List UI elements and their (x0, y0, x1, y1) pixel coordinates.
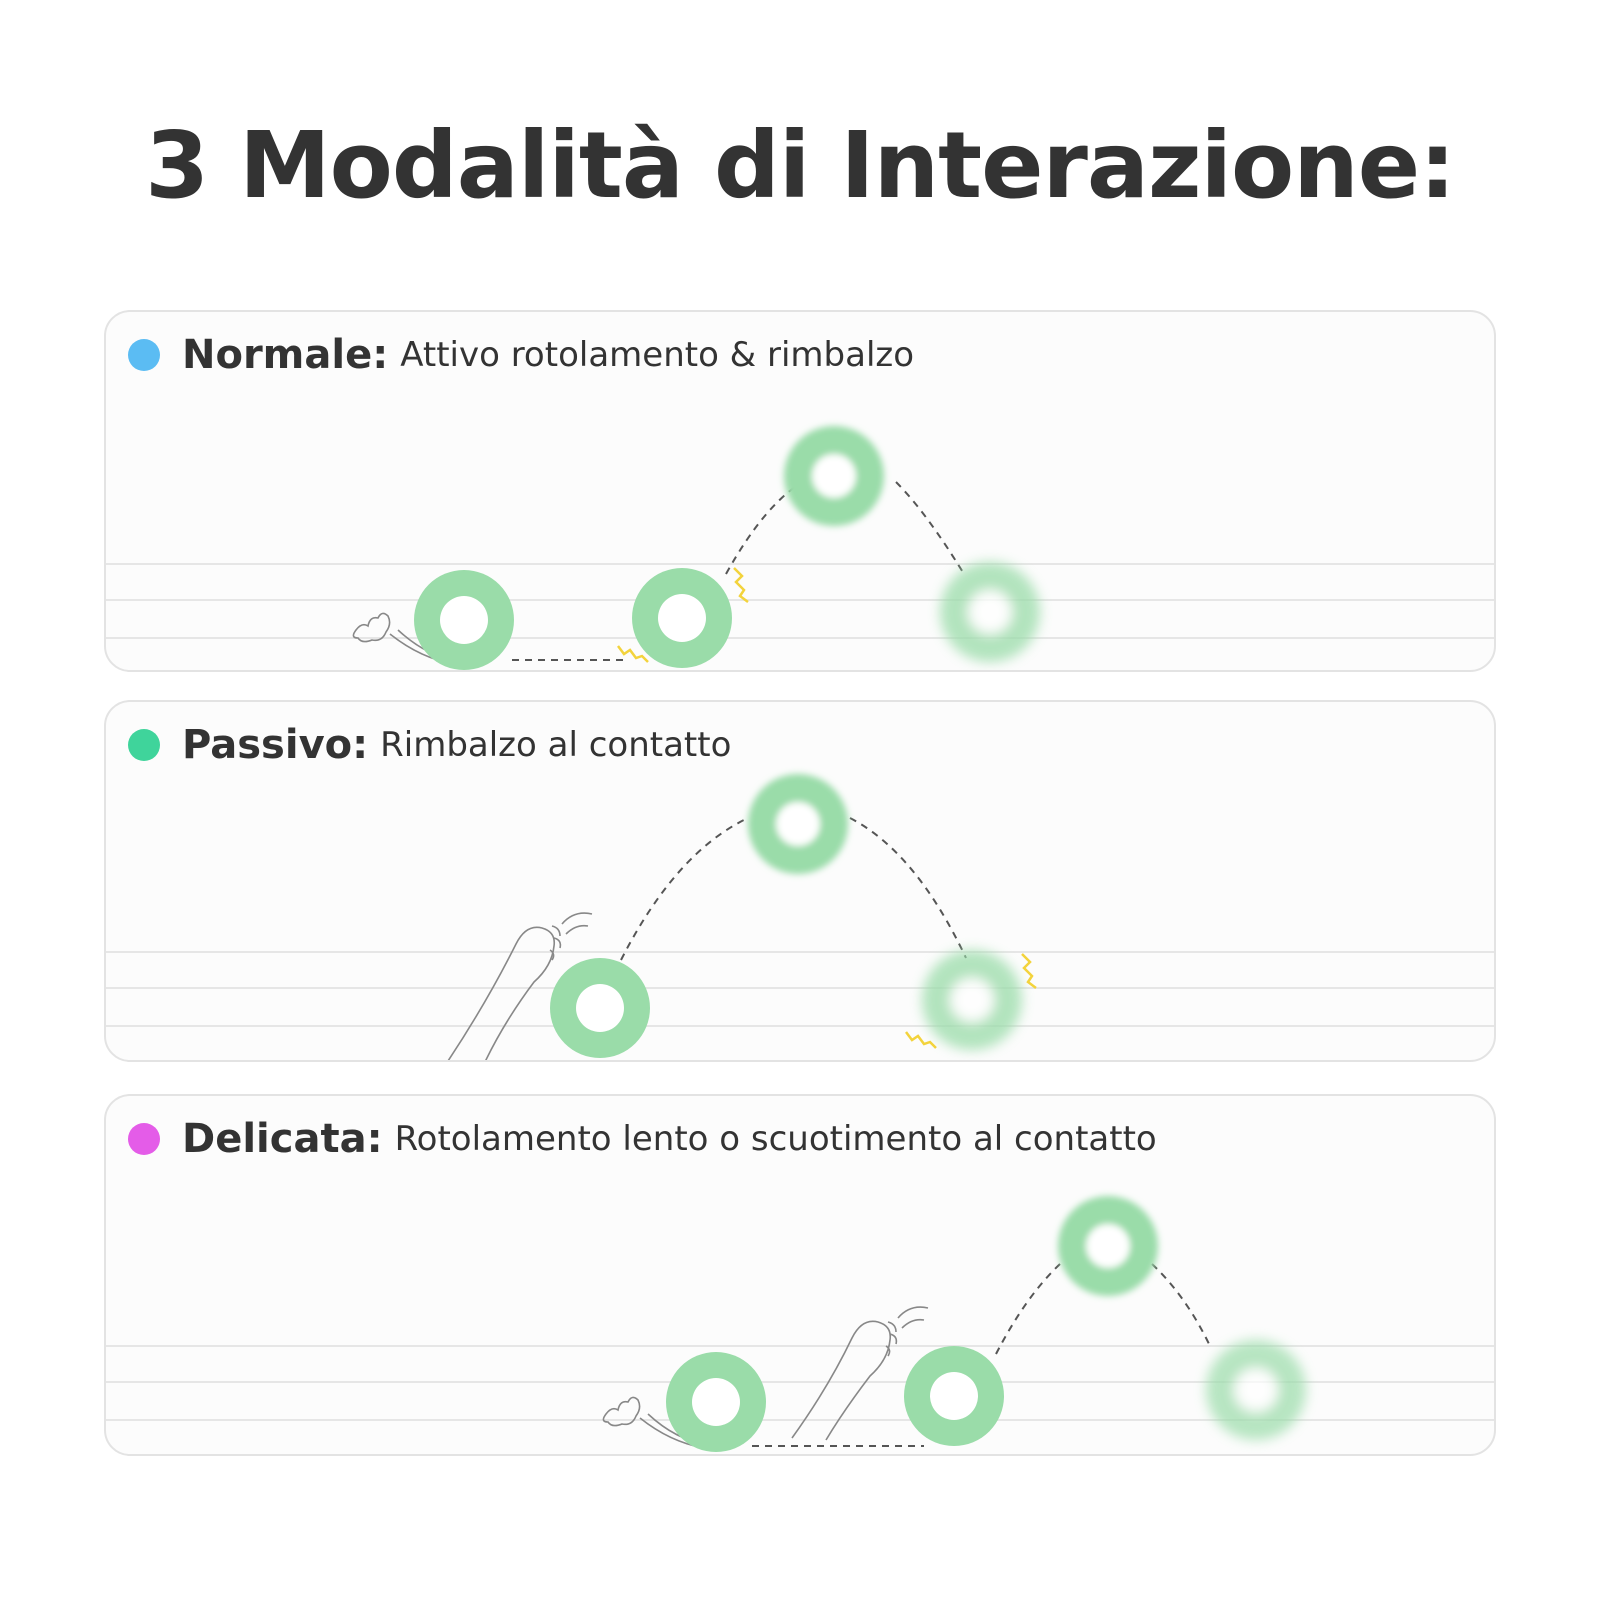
page-title: 3 Modalità di Interazione: (145, 112, 1456, 219)
ball-start (414, 570, 514, 670)
mode-dot-green (128, 729, 160, 761)
mode-name: Normale: (182, 332, 389, 378)
ball-start (550, 958, 650, 1058)
mode-dot-blue (128, 339, 160, 371)
mode-description: Attivo rotolamento & rimbalzo (400, 335, 915, 375)
trajectory-path (995, 1263, 1211, 1355)
trajectory-path (620, 817, 967, 961)
mode-header: Passivo: Rimbalzo al contatto (128, 722, 731, 768)
mode-panel-passivo: Passivo: Rimbalzo al contatto (104, 700, 1496, 1062)
mode-name: Delicata: (182, 1116, 383, 1162)
ball-start (666, 1352, 766, 1452)
ball-bounce (904, 1346, 1004, 1446)
cat-paw-icon (447, 912, 593, 1060)
floor-lines (106, 951, 1494, 1027)
mode-header: Delicata: Rotolamento lento o scuotiment… (128, 1116, 1157, 1162)
passivo-illustration (106, 774, 1494, 1060)
ball-peak (784, 426, 884, 526)
mode-description: Rimbalzo al contatto (380, 725, 732, 765)
ball-bounce (632, 568, 732, 668)
ball-peak (1058, 1196, 1158, 1296)
ball-land (940, 562, 1040, 662)
spark-icon (905, 953, 1037, 1049)
ball-land (922, 950, 1022, 1050)
spark-icon (617, 567, 749, 663)
mode-panel-normale: Normale: Attivo rotolamento & rimbalzo (104, 310, 1496, 672)
mode-name: Passivo: (182, 722, 369, 768)
mode-header: Normale: Attivo rotolamento & rimbalzo (128, 332, 914, 378)
delicata-illustration (106, 1196, 1494, 1452)
trajectory-path (725, 479, 965, 575)
ball-land (1206, 1340, 1306, 1440)
ball-peak (748, 774, 848, 874)
mode-description: Rotolamento lento o scuotimento al conta… (394, 1119, 1157, 1159)
mode-dot-pink (128, 1123, 160, 1155)
mode-panel-delicata: Delicata: Rotolamento lento o scuotiment… (104, 1094, 1496, 1456)
normale-illustration (106, 426, 1494, 670)
floor-lines (106, 563, 1494, 639)
cat-paw-icon (791, 1306, 929, 1441)
